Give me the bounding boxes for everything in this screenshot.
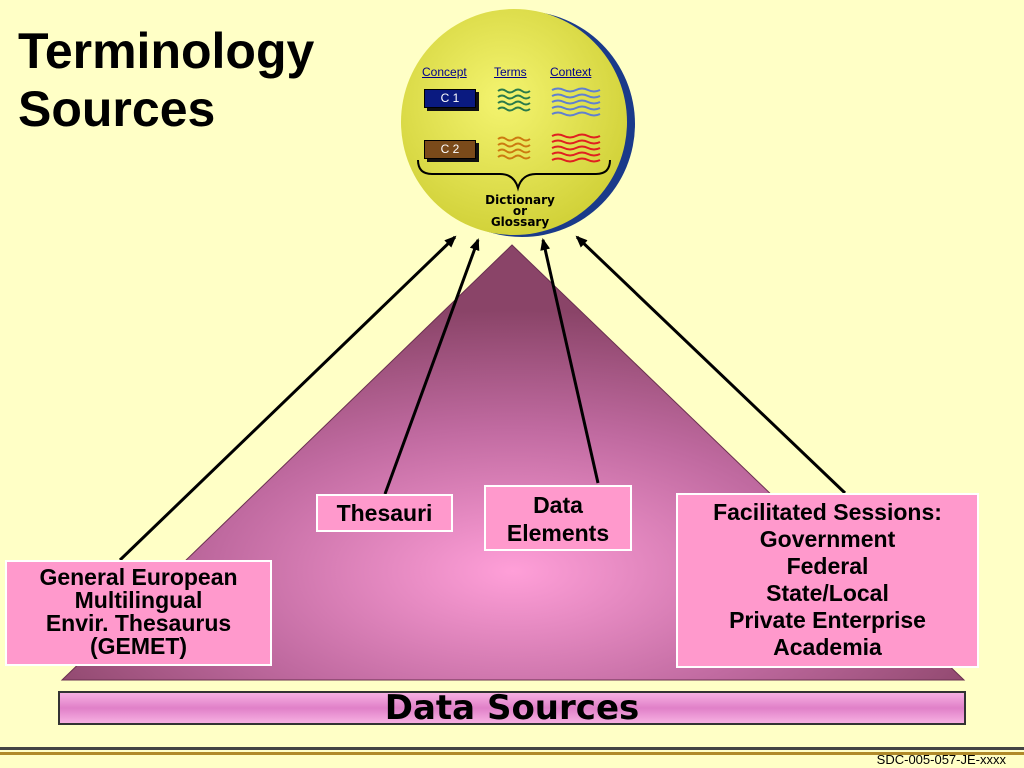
header-terms: Terms: [494, 65, 527, 79]
footer-bar: [0, 747, 1024, 768]
concept-tag-c1: C 1: [424, 89, 476, 108]
facilitated-line-5: Private Enterprise: [729, 607, 926, 633]
title-line-2: Sources: [18, 81, 216, 137]
data-elements-box: Data Elements: [484, 485, 632, 551]
arrow-facilitated: [575, 235, 847, 495]
facilitated-sessions-box: Facilitated Sessions: Government Federal…: [676, 493, 979, 668]
header-concept: Concept: [422, 65, 467, 79]
gemet-line-2: Multilingual: [74, 587, 203, 613]
arrow-thesauri: [383, 238, 480, 495]
gemet-box: General European Multilingual Envir. The…: [5, 560, 272, 666]
facilitated-line-1: Facilitated Sessions:: [713, 499, 942, 525]
concept-tag-c2: C 2: [424, 140, 476, 159]
dictionary-line-2: or: [512, 204, 528, 218]
gemet-line-1: General European: [39, 564, 238, 590]
thesauri-label: Thesauri: [336, 500, 433, 526]
footer-code: SDC-005-057-JE-xxxx: [876, 752, 1006, 767]
facilitated-line-2: Government: [759, 526, 896, 552]
wavy-lines-icon: [551, 87, 601, 163]
data-sources-bar: Data Sources: [58, 691, 966, 725]
facilitated-line-4: State/Local: [766, 580, 889, 606]
brace-icon: [417, 159, 611, 192]
arrow-gemet: [118, 235, 457, 562]
header-context: Context: [550, 65, 592, 79]
page-title: Terminology Sources: [18, 22, 314, 138]
dictionary-label: Dictionary or Glossary: [470, 193, 570, 229]
facilitated-line-6: Academia: [773, 634, 882, 660]
thesauri-box: Thesauri: [316, 494, 453, 532]
dictionary-line-1: Dictionary: [485, 193, 555, 207]
title-line-1: Terminology: [18, 23, 315, 79]
arrow-data-elements: [540, 238, 600, 484]
data-elements-line-1: Data: [533, 492, 583, 518]
data-elements-line-2: Elements: [506, 520, 610, 546]
dictionary-circle: [401, 9, 627, 235]
dictionary-line-3: Glossary: [490, 215, 550, 229]
facilitated-line-3: Federal: [786, 553, 869, 579]
gemet-line-4: (GEMET): [89, 633, 188, 659]
wavy-lines-icon: [497, 88, 531, 160]
gemet-line-3: Envir. Thesaurus: [45, 610, 232, 636]
